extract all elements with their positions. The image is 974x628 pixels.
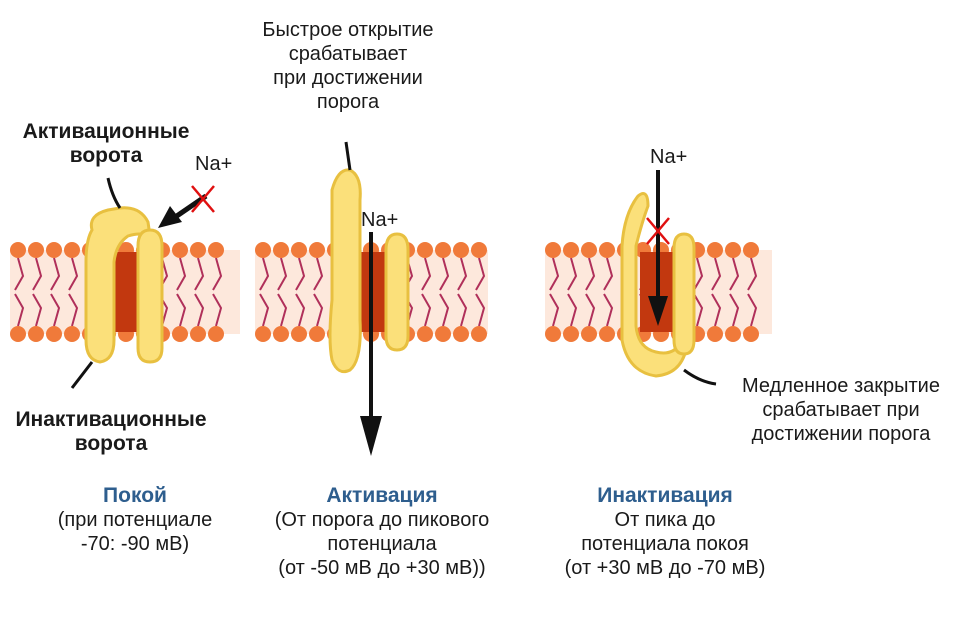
lipid-head <box>172 242 188 258</box>
lipid-head <box>10 242 26 258</box>
lipid-head <box>435 242 451 258</box>
lipid-tail <box>14 257 25 327</box>
lipid-head <box>453 242 469 258</box>
lipid-head <box>707 242 723 258</box>
lipid-head <box>28 242 44 258</box>
lipid-head <box>208 242 224 258</box>
lipid-tail <box>176 257 187 327</box>
lipid-tail <box>295 257 306 327</box>
lipid-head <box>255 242 271 258</box>
state-title: Инактивация <box>597 484 733 507</box>
lipid-tail <box>693 257 704 327</box>
lipid-head <box>417 242 433 258</box>
inactivation-gate-label: Инактивационные ворота <box>15 408 207 455</box>
lipid-tail <box>421 257 432 327</box>
lipid-head <box>10 326 26 342</box>
activation-gate-rest <box>84 206 152 364</box>
lipid-tail <box>729 257 740 327</box>
lipid-head <box>46 326 62 342</box>
lipid-head <box>64 242 80 258</box>
lipid-head <box>725 326 741 342</box>
slow-closing-leader <box>683 368 717 386</box>
lipid-head <box>417 326 433 342</box>
lipid-head <box>172 326 188 342</box>
inactivation-gate-rest <box>136 228 164 364</box>
lipid-tail <box>457 257 468 327</box>
lipid-head <box>291 326 307 342</box>
block-mark-rest <box>191 185 215 213</box>
lipid-tail <box>603 257 614 327</box>
lipid-head <box>743 242 759 258</box>
lipid-tail <box>212 257 223 327</box>
lipid-head <box>273 326 289 342</box>
lipid-tail <box>439 257 450 327</box>
lipid-head <box>28 326 44 342</box>
lipid-tail <box>711 257 722 327</box>
lipid-head <box>581 326 597 342</box>
lipid-head <box>255 326 271 342</box>
lipid-head <box>725 242 741 258</box>
lipid-tail <box>475 257 486 327</box>
lipid-tail <box>747 257 758 327</box>
na-arrowhead-rest <box>158 206 182 228</box>
slow-closing-label: Медленное закрытие срабатывает при дости… <box>742 375 940 445</box>
inactivation-gate-open <box>384 232 410 352</box>
inactivation-gate-closed <box>672 232 696 356</box>
lipid-head <box>471 242 487 258</box>
lipid-head <box>545 242 561 258</box>
state-inactivation: Инактивация От пика до потенциала покоя … <box>520 484 810 580</box>
na-arrowhead-inactivation <box>648 296 668 326</box>
na-flow-arrowhead <box>360 416 382 456</box>
na-label-activation: Na+ <box>361 209 399 231</box>
state-title: Активация <box>326 484 438 507</box>
lipid-tail <box>585 257 596 327</box>
lipid-head <box>581 242 597 258</box>
lipid-tail <box>50 257 61 327</box>
lipid-head <box>545 326 561 342</box>
lipid-tail <box>567 257 578 327</box>
activation-gate-inactivated <box>620 192 688 378</box>
lipid-tail <box>549 257 560 327</box>
lipid-tail <box>68 257 79 327</box>
lipid-head <box>291 242 307 258</box>
activation-gate-open <box>328 168 362 374</box>
activation-gate-leader <box>106 177 122 209</box>
lipid-head <box>599 326 615 342</box>
lipid-head <box>563 242 579 258</box>
lipid-tail <box>313 257 324 327</box>
lipid-head <box>190 242 206 258</box>
lipid-head <box>599 242 615 258</box>
lipid-head <box>435 326 451 342</box>
lipid-head <box>471 326 487 342</box>
na-label-rest: Na+ <box>195 153 233 175</box>
lipid-tail <box>259 257 270 327</box>
lipid-head <box>453 326 469 342</box>
fast-opening-label: Быстрое открытие срабатывает при достиже… <box>262 19 434 113</box>
lipid-tail <box>32 257 43 327</box>
lipid-head <box>190 326 206 342</box>
na-label-inactivation: Na+ <box>650 146 688 168</box>
fast-opening-leader <box>344 141 352 171</box>
lipid-head <box>273 242 289 258</box>
block-mark-inactivation <box>646 217 670 245</box>
lipid-tail <box>194 257 205 327</box>
lipid-head <box>563 326 579 342</box>
lipid-head <box>208 326 224 342</box>
state-title: Покой <box>103 484 167 507</box>
lipid-head <box>46 242 62 258</box>
lipid-head <box>309 326 325 342</box>
activation-gate-label: Активационные ворота <box>22 120 190 167</box>
inactivation-gate-leader <box>70 361 94 389</box>
lipid-head <box>707 326 723 342</box>
lipid-head <box>309 242 325 258</box>
state-rest: Покой (при потенциале -70: -90 мВ) <box>20 484 250 556</box>
state-activation: Активация (От порога до пикового потенци… <box>232 484 532 580</box>
lipid-head <box>743 326 759 342</box>
lipid-head <box>64 326 80 342</box>
lipid-tail <box>277 257 288 327</box>
